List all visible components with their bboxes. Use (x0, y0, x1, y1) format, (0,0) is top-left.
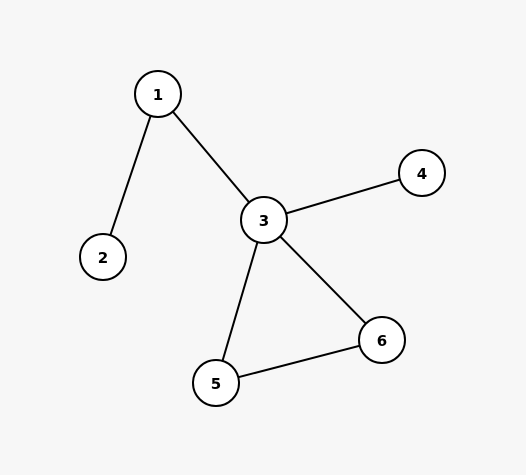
edge-5-6 (215, 339, 383, 384)
edge-1-3 (157, 93, 265, 221)
edge-3-6 (263, 219, 383, 341)
node-2: 2 (79, 233, 127, 281)
node-circle-2 (79, 233, 127, 281)
node-circle-5 (192, 359, 240, 407)
edge-3-5 (215, 219, 265, 384)
node-6: 6 (358, 316, 406, 364)
node-1: 1 (134, 70, 182, 118)
edge-layer (102, 93, 423, 384)
node-circle-3 (240, 196, 288, 244)
node-layer: 1 2 3 4 5 6 (79, 70, 446, 407)
node-circle-6 (358, 316, 406, 364)
node-label-3: 3 (259, 212, 269, 230)
edge-3-4 (263, 172, 423, 221)
edge-1-2 (102, 93, 159, 258)
node-circle-1 (134, 70, 182, 118)
node-label-5: 5 (211, 375, 221, 393)
node-circle-4 (398, 149, 446, 197)
node-5: 5 (192, 359, 240, 407)
node-3: 3 (240, 196, 288, 244)
node-4: 4 (398, 149, 446, 197)
node-label-2: 2 (98, 249, 108, 267)
node-label-4: 4 (417, 165, 427, 183)
node-label-1: 1 (153, 86, 163, 104)
node-label-6: 6 (377, 332, 387, 350)
